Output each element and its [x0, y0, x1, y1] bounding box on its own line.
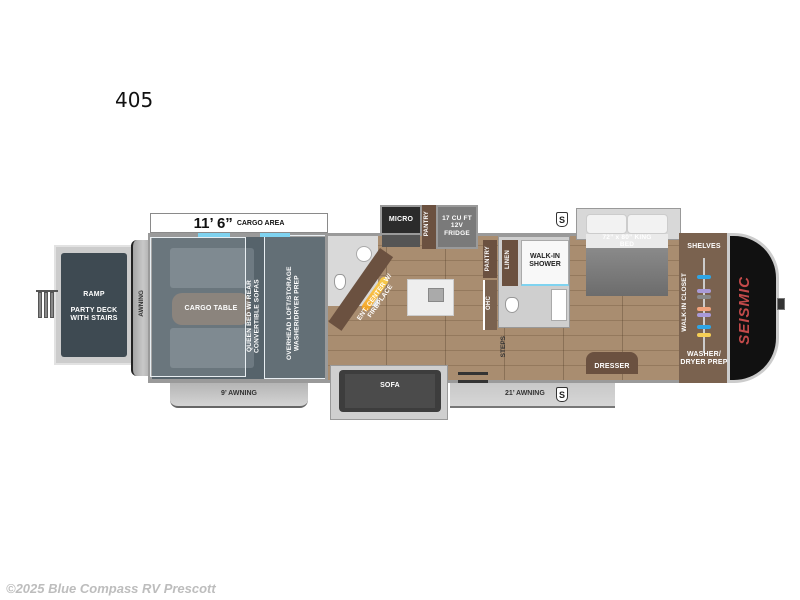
ohc-cabinet: OHC [483, 280, 497, 330]
linen-cabinet: LINEN [502, 240, 518, 286]
master-bath: LINEN WALK-IN SHOWER [498, 236, 570, 328]
shelves-label: SHELVES [687, 243, 721, 250]
sofa: SOFA [339, 370, 441, 412]
cargo-dimension: 11’ 6” [193, 214, 233, 232]
walk-in-closet: SHELVES WALK-IN CLOSET WASHER/ DRYER PRE… [679, 233, 729, 383]
cargo-table: CARGO TABLE [172, 293, 250, 325]
cargo-area: CARGO TABLE QUEEN BED W/ REAR CONVERTIBL… [148, 233, 332, 383]
main-awning-label: 21’ AWNING [505, 390, 545, 398]
walk-in-shower: WALK-IN SHOWER [521, 240, 569, 286]
model-number: 405 [115, 88, 154, 112]
queen-bed-label: QUEEN BED W/ REAR CONVERTIBLE SOFAS [246, 279, 261, 353]
kitchen-island [407, 279, 454, 316]
side-awning-label: 9’ AWNING [221, 390, 257, 398]
washer-dryer-label: WASHER/ DRYER PREP [680, 351, 728, 367]
slide-marker-icon: S [556, 387, 568, 402]
cargo-area-label: CARGO AREA [236, 219, 285, 227]
rear-stairs-icon [36, 290, 58, 320]
side-awning-9ft: 9’ AWNING [170, 383, 308, 408]
pantry-side: PANTRY [483, 240, 497, 278]
sink-icon [356, 246, 372, 262]
dresser: DRESSER [586, 352, 638, 374]
slide-marker-icon: S [556, 212, 568, 227]
closet-label: WALK-IN CLOSET [681, 273, 688, 332]
party-deck-label: PARTY DECK WITH STAIRS [70, 307, 118, 323]
ramp-label: RAMP [83, 291, 105, 298]
brand-logo: SEISMIC [736, 276, 753, 345]
toilet-icon [505, 297, 519, 313]
toilet-icon [334, 274, 346, 290]
king-bed: 72” x 80” KING BED [586, 214, 668, 296]
pantry-top: PANTRY [422, 205, 436, 249]
main-awning-21ft: 21’ AWNING [450, 383, 615, 408]
micro-range [382, 235, 420, 247]
front-cap: SEISMIC [727, 233, 779, 383]
king-bed-label: 72” x 80” KING BED [602, 234, 652, 249]
rear-awning: AWNING [131, 240, 153, 376]
steps-label: STEPS [500, 336, 507, 358]
island-sink-icon [428, 288, 444, 302]
sofa-slide: SOFA [330, 365, 448, 420]
overhead-loft-label: OVERHEAD LOFT/STORAGE WASHER/DRYER PREP [286, 266, 301, 360]
party-deck: RAMP PARTY DECK WITH STAIRS [54, 245, 134, 365]
kingpin-icon [777, 298, 785, 310]
bath-sink-icon [551, 289, 567, 321]
cargo-dimension-box: 11’ 6” CARGO AREA [150, 213, 328, 233]
fridge: 17 CU FT 12V FRIDGE [436, 205, 478, 249]
micro-cabinet: MICRO [380, 205, 422, 235]
copyright-footer: ©2025 Blue Compass RV Prescott [6, 581, 216, 596]
rear-awning-label: AWNING [138, 290, 145, 317]
